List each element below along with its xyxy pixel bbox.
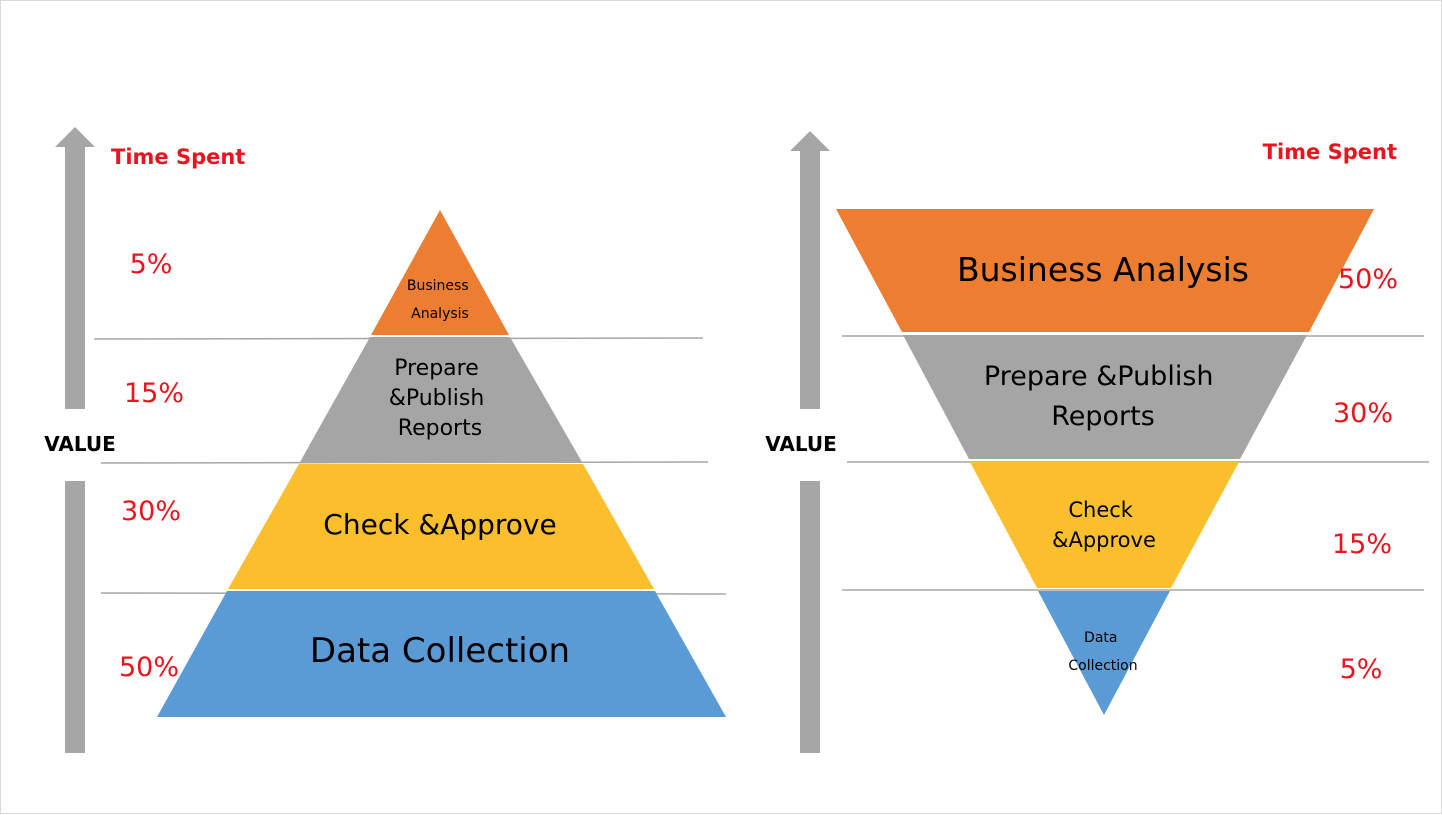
right-percent-check-approve: 15% bbox=[1332, 529, 1392, 560]
right-percent-prepare-publish-reports: 30% bbox=[1333, 398, 1393, 429]
left-percent-check-approve: 30% bbox=[121, 496, 181, 527]
right-value-arrow-head bbox=[790, 131, 830, 151]
right-segment-prepare-publish-reports bbox=[903, 335, 1307, 459]
left-segment-data-collection bbox=[157, 591, 726, 717]
left-value-arrow bbox=[55, 127, 95, 753]
left-value-arrow-shaft-lower bbox=[65, 481, 85, 753]
left-segment-prepare-publish-reports bbox=[300, 337, 582, 462]
left-segment-business-analysis bbox=[371, 210, 509, 335]
left-percent-business-analysis: 5% bbox=[130, 249, 173, 280]
left-value-arrow-head bbox=[55, 127, 95, 147]
left-percent-prepare-publish-reports: 15% bbox=[124, 378, 184, 409]
right-segment-label-business-analysis: Business Analysis bbox=[957, 250, 1249, 289]
right-value-arrow bbox=[790, 131, 830, 753]
right-segment-business-analysis bbox=[836, 209, 1374, 332]
left-segment-check-approve bbox=[228, 464, 654, 589]
left-segment-label-data-collection: Data Collection bbox=[310, 631, 570, 671]
left-segment-label-check-approve: Check &Approve bbox=[323, 508, 556, 541]
left-value-arrow-shaft-upper bbox=[65, 147, 85, 409]
right-percent-business-analysis: 50% bbox=[1338, 264, 1398, 295]
right-segment-label-check-approve: Check &Approve bbox=[1052, 498, 1156, 552]
left-segment-label-business-analysis: Business Analysis bbox=[407, 278, 473, 322]
right-percent-data-collection: 5% bbox=[1340, 654, 1383, 685]
left-separator-2 bbox=[100, 461, 709, 464]
right-value-arrow-shaft-upper bbox=[800, 151, 820, 409]
right-time-spent-header: Time Spent bbox=[1263, 140, 1397, 164]
right-segment-label-prepare-publish-reports: Prepare &Publish Reports bbox=[984, 361, 1222, 432]
left-time-spent-header: Time Spent bbox=[111, 145, 245, 169]
right-value-arrow-shaft-lower bbox=[800, 481, 820, 753]
right-segment-data-collection bbox=[1038, 591, 1170, 715]
right-segment-label-data-collection: Data Collection bbox=[1068, 630, 1137, 674]
left-segment-label-prepare-publish-reports: Prepare &Publish Reports bbox=[389, 356, 492, 441]
right-value-label: VALUE bbox=[765, 432, 837, 456]
right-segment-check-approve bbox=[970, 462, 1239, 588]
left-value-label: VALUE bbox=[44, 432, 116, 456]
left-percent-data-collection: 50% bbox=[119, 652, 179, 683]
